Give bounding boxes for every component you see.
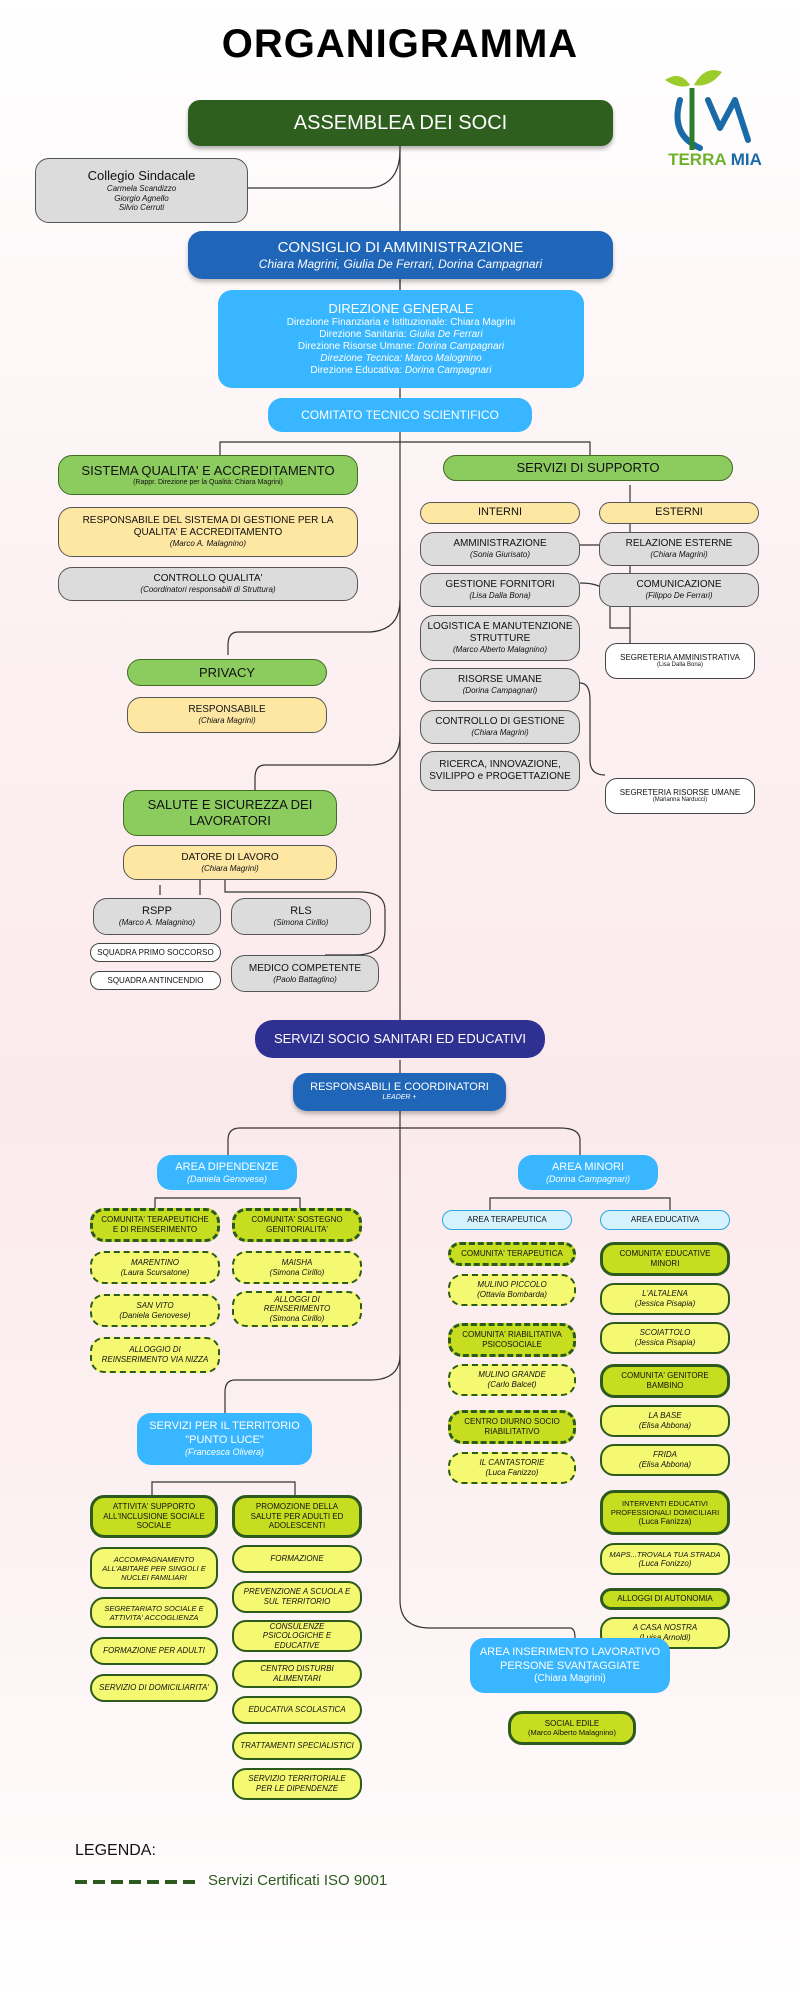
comitato-box: COMITATO TECNICO SCIENTIFICO bbox=[268, 398, 532, 432]
terapeutica-item: CENTRO DIURNO SOCIO RIABILITATIVO bbox=[448, 1410, 576, 1444]
qualita-box: SISTEMA QUALITA' E ACCREDITAMENTO (Rappr… bbox=[58, 455, 358, 495]
territorio-item: ATTIVITA' SUPPORTO ALL'INCLUSIONE SOCIAL… bbox=[90, 1495, 218, 1538]
dipendenze-item: ALLOGGI DI REINSERIMENTO(Simona Cirillo) bbox=[232, 1291, 362, 1327]
dipendenze-item: COMUNITA' SOSTEGNO GENITORIALITA' bbox=[232, 1208, 362, 1242]
esterni-item: COMUNICAZIONE(Filippo De Ferrari) bbox=[599, 573, 759, 607]
educativa-item: INTERVENTI EDUCATIVI PROFESSIONALI DOMIC… bbox=[600, 1490, 730, 1535]
educativa-item: FRIDA(Elisa Abbona) bbox=[600, 1444, 730, 1476]
interni-item: GESTIONE FORNITORI(Lisa Dalla Bona) bbox=[420, 573, 580, 607]
interni-item: CONTROLLO DI GESTIONE(Chiara Magrini) bbox=[420, 710, 580, 744]
direzione-box: DIREZIONE GENERALE Direzione Finanziaria… bbox=[218, 290, 584, 388]
sicurezza-box: SALUTE E SICUREZZA DEI LAVORATORI bbox=[123, 790, 337, 836]
interni-box: INTERNI bbox=[420, 502, 580, 524]
territorio-item: CENTRO DISTURBI ALIMENTARI bbox=[232, 1660, 362, 1688]
area-educativa-box: AREA EDUCATIVA bbox=[600, 1210, 730, 1230]
territorio-item: CONSULENZE PSICOLOGICHE E EDUCATIVE bbox=[232, 1620, 362, 1652]
educativa-item: COMUNITA' EDUCATIVE MINORI bbox=[600, 1242, 730, 1276]
educativa-item: COMUNITA' GENITORE BAMBINO bbox=[600, 1364, 730, 1398]
territorio-item: EDUCATIVA SCOLASTICA bbox=[232, 1696, 362, 1724]
supporto-box: SERVIZI DI SUPPORTO bbox=[443, 455, 733, 481]
dipendenze-item: SAN VITO(Daniela Genovese) bbox=[90, 1294, 220, 1327]
assemblea-box: ASSEMBLEA DEI SOCI bbox=[188, 100, 613, 146]
territorio-item: FORMAZIONE bbox=[232, 1545, 362, 1573]
esterni-item: RELAZIONE ESTERNE(Chiara Magrini) bbox=[599, 532, 759, 566]
segreteria-amministrativa-box: SEGRETERIA AMMINISTRATIVA(Lisa Dalla Bon… bbox=[605, 643, 755, 679]
territorio-item: TRATTAMENTI SPECIALISTICI bbox=[232, 1732, 362, 1760]
territorio-item: PREVENZIONE A SCUOLA E SUL TERRITORIO bbox=[232, 1581, 362, 1613]
esterni-box: ESTERNI bbox=[599, 502, 759, 524]
controllo-qualita-box: CONTROLLO QUALITA' (Coordinatori respons… bbox=[58, 567, 358, 601]
terra-mia-logo-icon bbox=[665, 70, 751, 151]
territorio-item: PROMOZIONE DELLA SALUTE PER ADULTI ED AD… bbox=[232, 1495, 362, 1538]
territorio-item: FORMAZIONE PER ADULTI bbox=[90, 1637, 218, 1665]
datore-box: DATORE DI LAVORO (Chiara Magrini) bbox=[123, 845, 337, 880]
educativa-item: LA BASE(Elisa Abbona) bbox=[600, 1405, 730, 1437]
educativa-item: ALLOGGI DI AUTONOMIA bbox=[600, 1588, 730, 1610]
dashed-line-legend-icon bbox=[75, 1880, 200, 1884]
logo-text: TERRA MIA bbox=[668, 150, 762, 169]
terapeutica-item: MULINO GRANDE(Carlo Balcet) bbox=[448, 1364, 576, 1396]
legenda-text: Servizi Certificati ISO 9001 bbox=[208, 1872, 388, 1889]
educativa-item: SCOIATTOLO(Jessica Pisapia) bbox=[600, 1322, 730, 1354]
educativa-item: L'ALTALENA(Jessica Pisapia) bbox=[600, 1283, 730, 1315]
dipendenze-item: MAISHA(Simona Cirillo) bbox=[232, 1251, 362, 1284]
terapeutica-item: COMUNITA' RIABILITATIVA PSICOSOCIALE bbox=[448, 1323, 576, 1357]
area-minori-box: AREA MINORI(Dorina Campagnari) bbox=[518, 1155, 658, 1190]
territorio-item: SERVIZIO DI DOMICILIARITA' bbox=[90, 1674, 218, 1702]
terapeutica-item: MULINO PICCOLO(Ottavia Bombarda) bbox=[448, 1274, 576, 1306]
terapeutica-item: IL CANTASTORIE(Luca Fanizzo) bbox=[448, 1452, 576, 1484]
territorio-box: SERVIZI PER IL TERRITORIO "PUNTO LUCE"(F… bbox=[137, 1413, 312, 1465]
rspp-box: RSPP (Marco A. Malagnino) bbox=[93, 898, 221, 935]
interni-item: RICERCA, INNOVAZIONE, SVILIPPO e PROGETT… bbox=[420, 751, 580, 791]
area-terapeutica-box: AREA TERAPEUTICA bbox=[442, 1210, 572, 1230]
antincendio-box: SQUADRA ANTINCENDIO bbox=[90, 971, 221, 990]
rls-box: RLS (Simona Cirillo) bbox=[231, 898, 371, 935]
privacy-resp-box: RESPONSABILE (Chiara Magrini) bbox=[127, 697, 327, 733]
socio-sanitari-box: SERVIZI SOCIO SANITARI ED EDUCATIVI bbox=[255, 1020, 545, 1058]
interni-item: RISORSE UMANE(Dorina Campagnari) bbox=[420, 668, 580, 702]
interni-item: AMMINISTRAZIONE(Sonia Giurisato) bbox=[420, 532, 580, 566]
primo-soccorso-box: SQUADRA PRIMO SOCCORSO bbox=[90, 943, 221, 962]
dipendenze-item: ALLOGGIO DI REINSERIMENTO VIA NIZZA bbox=[90, 1337, 220, 1373]
territorio-item: SERVIZIO TERRITORIALE PER LE DIPENDENZE bbox=[232, 1768, 362, 1800]
social-edile-box: SOCIAL EDILE(Marco Alberto Malagnino) bbox=[508, 1711, 636, 1745]
page-title: ORGANIGRAMMA bbox=[221, 22, 579, 66]
dipendenze-item: MARENTINO(Laura Scursatone) bbox=[90, 1251, 220, 1284]
qualita-resp-box: RESPONSABILE DEL SISTEMA DI GESTIONE PER… bbox=[58, 507, 358, 557]
segreteria-risorse-umane-box: SEGRETERIA RISORSE UMANE(Marianna Narduc… bbox=[605, 778, 755, 814]
territorio-item: SEGRETARIATO SOCIALE E ATTIVITA' ACCOGLI… bbox=[90, 1597, 218, 1628]
medico-box: MEDICO COMPETENTE (Paolo Battaglino) bbox=[231, 955, 379, 992]
collegio-box: Collegio Sindacale Carmela Scandizzo Gio… bbox=[35, 158, 248, 223]
area-dipendenze-box: AREA DIPENDENZE(Daniela Genovese) bbox=[157, 1155, 297, 1190]
dipendenze-item: COMUNITA' TERAPEUTICHE E DI REINSERIMENT… bbox=[90, 1208, 220, 1242]
educativa-item: MAPS...TROVALA TUA STRADA(Luca Fonizzo) bbox=[600, 1543, 730, 1575]
consiglio-box: CONSIGLIO DI AMMINISTRAZIONE Chiara Magr… bbox=[188, 231, 613, 279]
inserimento-box: AREA INSERIMENTO LAVORATIVO PERSONE SVAN… bbox=[470, 1638, 670, 1693]
territorio-item: ACCOMPAGNAMENTO ALL'ABITARE PER SINGOLI … bbox=[90, 1547, 218, 1589]
legenda-title: LEGENDA: bbox=[75, 1842, 156, 1859]
interni-item: LOGISTICA E MANUTENZIONE STRUTTURE(Marco… bbox=[420, 615, 580, 661]
privacy-box: PRIVACY bbox=[127, 659, 327, 686]
terapeutica-item: COMUNITA' TERAPEUTICA bbox=[448, 1242, 576, 1266]
